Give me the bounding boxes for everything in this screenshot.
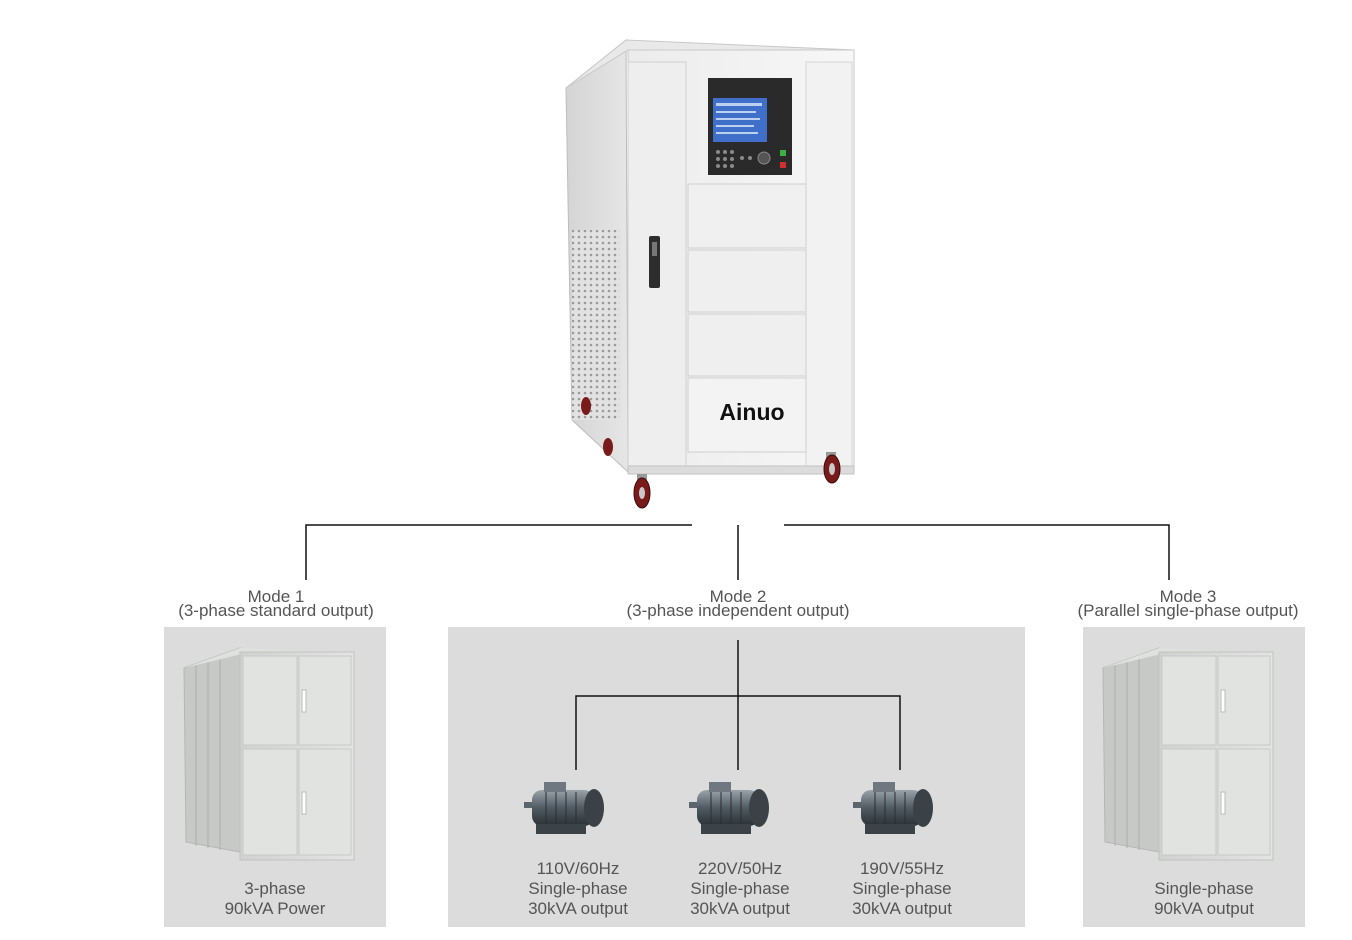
mode3-subtitle: (Parallel single-phase output)	[1077, 601, 1299, 620]
mode2-subtitle: (3-phase independent output)	[626, 601, 850, 620]
output-phase: Single-phase	[690, 879, 790, 898]
mode1-name: Mode 1	[247, 587, 305, 606]
brand-logo: Ainuo	[719, 399, 784, 425]
mode2-name: Mode 2	[709, 587, 767, 606]
output-power: 30kVA output	[528, 899, 628, 918]
mode1-title: Mode 1 (3-phase standard output)	[156, 587, 396, 620]
mode1-caption-line: 90kVA Power	[224, 899, 326, 918]
mode2-output-3: 190V/55Hz Single-phase 30kVA output	[822, 859, 982, 919]
mode3-name: Mode 3	[1159, 587, 1217, 606]
mode2-panel	[448, 627, 1025, 927]
motor-icon	[853, 782, 933, 834]
mode1-caption: 3-phase 90kVA Power	[164, 879, 386, 919]
output-phase: Single-phase	[852, 879, 952, 898]
output-power: 30kVA output	[690, 899, 790, 918]
output-voltage: 110V/60Hz	[536, 859, 620, 878]
power-source-cabinet: Ainuo	[565, 38, 855, 509]
output-voltage: 220V/50Hz	[697, 859, 783, 878]
mode1-caption-line: 3-phase	[244, 879, 306, 898]
motor-icon	[524, 782, 604, 834]
mode3-title: Mode 3 (Parallel single-phase output)	[1048, 587, 1328, 620]
mode3-caption-line: 90kVA output	[1154, 899, 1254, 918]
mode2-connectors	[575, 640, 901, 770]
output-power: 30kVA output	[852, 899, 952, 918]
mode1-subtitle: (3-phase standard output)	[178, 601, 374, 620]
mode2-output-2: 220V/50Hz Single-phase 30kVA output	[660, 859, 820, 919]
mode2-output-1: 110V/60Hz Single-phase 30kVA output	[498, 859, 658, 919]
mode3-caption-line: Single-phase	[1154, 879, 1254, 898]
mode3-caption: Single-phase 90kVA output	[1093, 879, 1315, 919]
motor-icon	[689, 782, 769, 834]
caster-wheels	[581, 397, 841, 509]
output-phase: Single-phase	[528, 879, 628, 898]
output-voltage: 190V/55Hz	[859, 859, 945, 878]
door-handle-icon	[649, 236, 660, 288]
mode1-cabinet	[183, 647, 356, 861]
control-knob-icon	[757, 151, 771, 165]
mode-connectors	[305, 524, 1170, 580]
mode3-cabinet	[1102, 647, 1275, 861]
mode2-title: Mode 2 (3-phase independent output)	[588, 587, 888, 620]
